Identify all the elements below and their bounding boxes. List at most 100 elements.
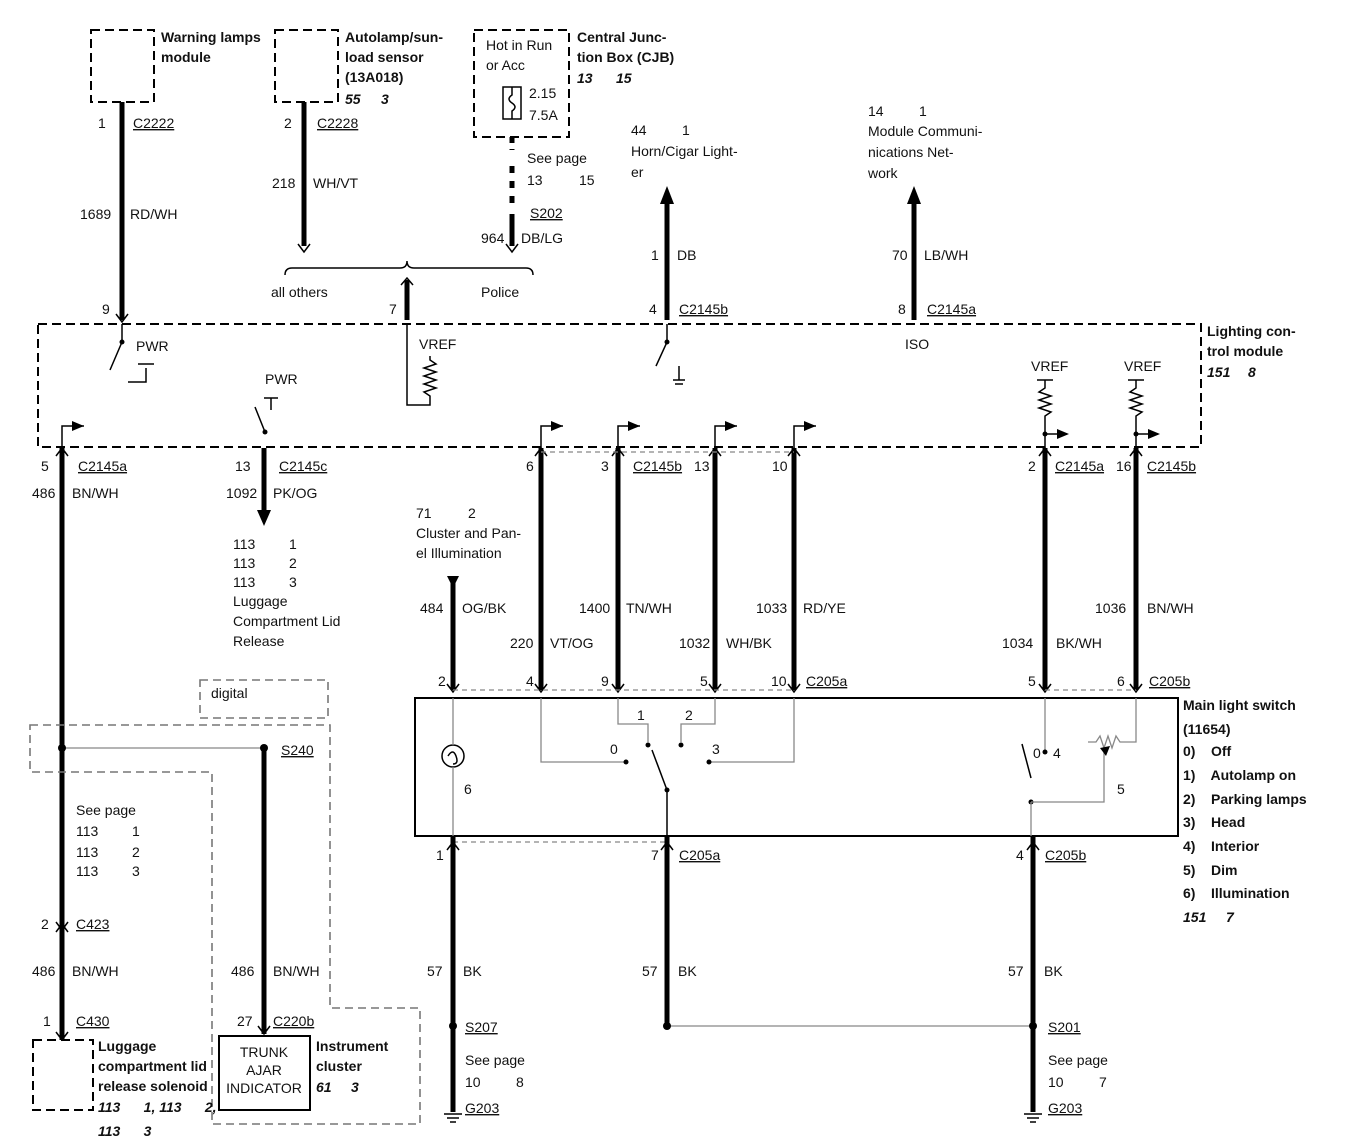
label-lcm-pin2: 2: [1028, 458, 1036, 474]
wire-horn-up: [660, 186, 674, 320]
label-wire-1036-color: BN/WH: [1147, 600, 1194, 616]
label-sw-pos0: 0: [610, 741, 618, 757]
label-lug-page2: 113 3: [98, 1123, 152, 1139]
label-trunk-ajar1: TRUNK: [240, 1044, 289, 1060]
label-lcm-page2: 8: [1248, 364, 1256, 380]
label-wire-220: 220: [510, 635, 534, 651]
label-lcm-pin16: 16: [1116, 458, 1132, 474]
label-sw-conn-c205a-top: C205a: [806, 673, 847, 689]
label-lcm-iso: ISO: [905, 336, 929, 352]
wire-218-group: [297, 102, 311, 254]
label-cjb-page2: 15: [616, 70, 632, 86]
label-ic-title1: Instrument: [316, 1038, 389, 1054]
label-wire-57c-color: BK: [1044, 963, 1063, 979]
label-wire-57a-color: BK: [463, 963, 482, 979]
option-bracket: [284, 260, 534, 276]
label-auto-conn: C2228: [317, 115, 358, 131]
label-lug-title3: release solenoid: [98, 1078, 208, 1094]
label-sw-title2: (11654): [1183, 721, 1230, 737]
label-wire-486a: 486: [32, 485, 56, 501]
label-ic-conn-c220b: C220b: [273, 1013, 314, 1029]
label-sw-conn-c205b-top: C205b: [1149, 673, 1190, 689]
lcm-vref-resistor-2: [1036, 379, 1054, 448]
label-wire-57b: 57: [642, 963, 658, 979]
label-lcm-pin7: 7: [389, 301, 397, 317]
label-gnd-g203a: G203: [465, 1100, 499, 1116]
fuse-element: [508, 87, 516, 119]
label-lcm-pin3: 3: [601, 458, 609, 474]
label-seepage-cjb: See page: [527, 150, 587, 166]
label-seepage-lug-c1: 113: [76, 863, 99, 879]
label-wire-70: 70: [892, 247, 908, 263]
lcm-pwr-switch-1: [109, 324, 154, 383]
label-mcn-ref3: Module Communi-: [868, 123, 983, 139]
label-sw-pos2: 2: [685, 707, 693, 723]
label-cjb-title1: Central Junc-: [577, 29, 667, 45]
label-lcm-pin4: 4: [649, 301, 657, 317]
label-mcn-ref1: 14: [868, 103, 884, 119]
label-all-others: all others: [271, 284, 328, 300]
label-wire-1-color: DB: [677, 247, 696, 263]
label-sw-pin5: 5: [700, 673, 708, 689]
label-cpi-ref2: 2: [468, 505, 476, 521]
label-seepage-lug-b2: 2: [132, 844, 140, 860]
label-sw-page1: 151: [1183, 909, 1207, 925]
label-auto-title3: (13A018): [345, 69, 403, 85]
label-lcm-conn-c2145a-top: C2145a: [927, 301, 976, 317]
label-sw-pin6b: 6: [1117, 673, 1125, 689]
label-lcm-title1: Lighting con-: [1207, 323, 1296, 339]
label-ic-page1: 61: [316, 1079, 332, 1095]
label-wire-57c: 57: [1008, 963, 1024, 979]
switch-internal: [441, 698, 1137, 836]
label-warn-conn: C2222: [133, 115, 174, 131]
autolamp-sensor-box: [274, 29, 339, 103]
label-lug-conn-c430: C430: [76, 1013, 110, 1029]
label-cjb-title2: tion Box (CJB): [577, 49, 674, 65]
label-lcm-vref1: VREF: [419, 336, 456, 352]
label-auto-pin: 2: [284, 115, 292, 131]
label-cpi-ref4: el Illumination: [416, 545, 502, 561]
label-lug-ref-c2: 3: [289, 574, 297, 590]
label-warn-pin: 1: [98, 115, 106, 131]
label-lcm-conn-c2145b-m: C2145b: [633, 458, 682, 474]
label-lcm-pin6: 6: [526, 458, 534, 474]
label-splice-s207: S207: [465, 1019, 498, 1035]
label-auto-title1: Autolamp/sun-: [345, 29, 443, 45]
label-wire-486b-color: BN/WH: [72, 963, 119, 979]
label-wire-1036: 1036: [1095, 600, 1126, 616]
label-lcm-page1: 151: [1207, 364, 1231, 380]
label-fuse-num: 2.15: [529, 85, 556, 101]
warning-lamps-module-box: [90, 29, 155, 103]
label-lcm-pin10: 10: [772, 458, 788, 474]
label-sw-leg0: 0) Off: [1183, 743, 1232, 759]
label-wire-964-color: DB/LG: [521, 230, 563, 246]
label-wire-964: 964: [481, 230, 505, 246]
label-wire-57b-color: BK: [678, 963, 697, 979]
label-seepage-s207-n1: 10: [465, 1074, 481, 1090]
label-wire-1092-color: PK/OG: [273, 485, 317, 501]
label-digital: digital: [211, 685, 248, 701]
label-wire-1689: 1689: [80, 206, 111, 222]
label-lcm-pin13b: 13: [694, 458, 710, 474]
label-auto-title2: load sensor: [345, 49, 424, 65]
label-horn-ref4: er: [631, 164, 644, 180]
label-wire-220-color: VT/OG: [550, 635, 594, 651]
label-lug-pin2: 2: [41, 916, 49, 932]
label-gnd-conn-c205a: C205a: [679, 847, 720, 863]
label-wire-486c-color: BN/WH: [273, 963, 320, 979]
label-sw-pos5: 5: [1117, 781, 1125, 797]
wire-964-group: [505, 137, 519, 254]
label-cpi-ref3: Cluster and Pan-: [416, 525, 521, 541]
label-lcm-vref2: VREF: [1031, 358, 1068, 374]
digital-box: [199, 679, 329, 719]
label-sw-title1: Main light switch: [1183, 697, 1296, 713]
label-seepage-s207-n2: 8: [516, 1074, 524, 1090]
label-gnd-pin7: 7: [651, 847, 659, 863]
wire-484-group: [446, 576, 460, 694]
label-wire-1689-color: RD/WH: [130, 206, 177, 222]
label-wire-484: 484: [420, 600, 444, 616]
ground-wires: [444, 836, 1042, 1123]
label-mcn-ref2: 1: [919, 103, 927, 119]
